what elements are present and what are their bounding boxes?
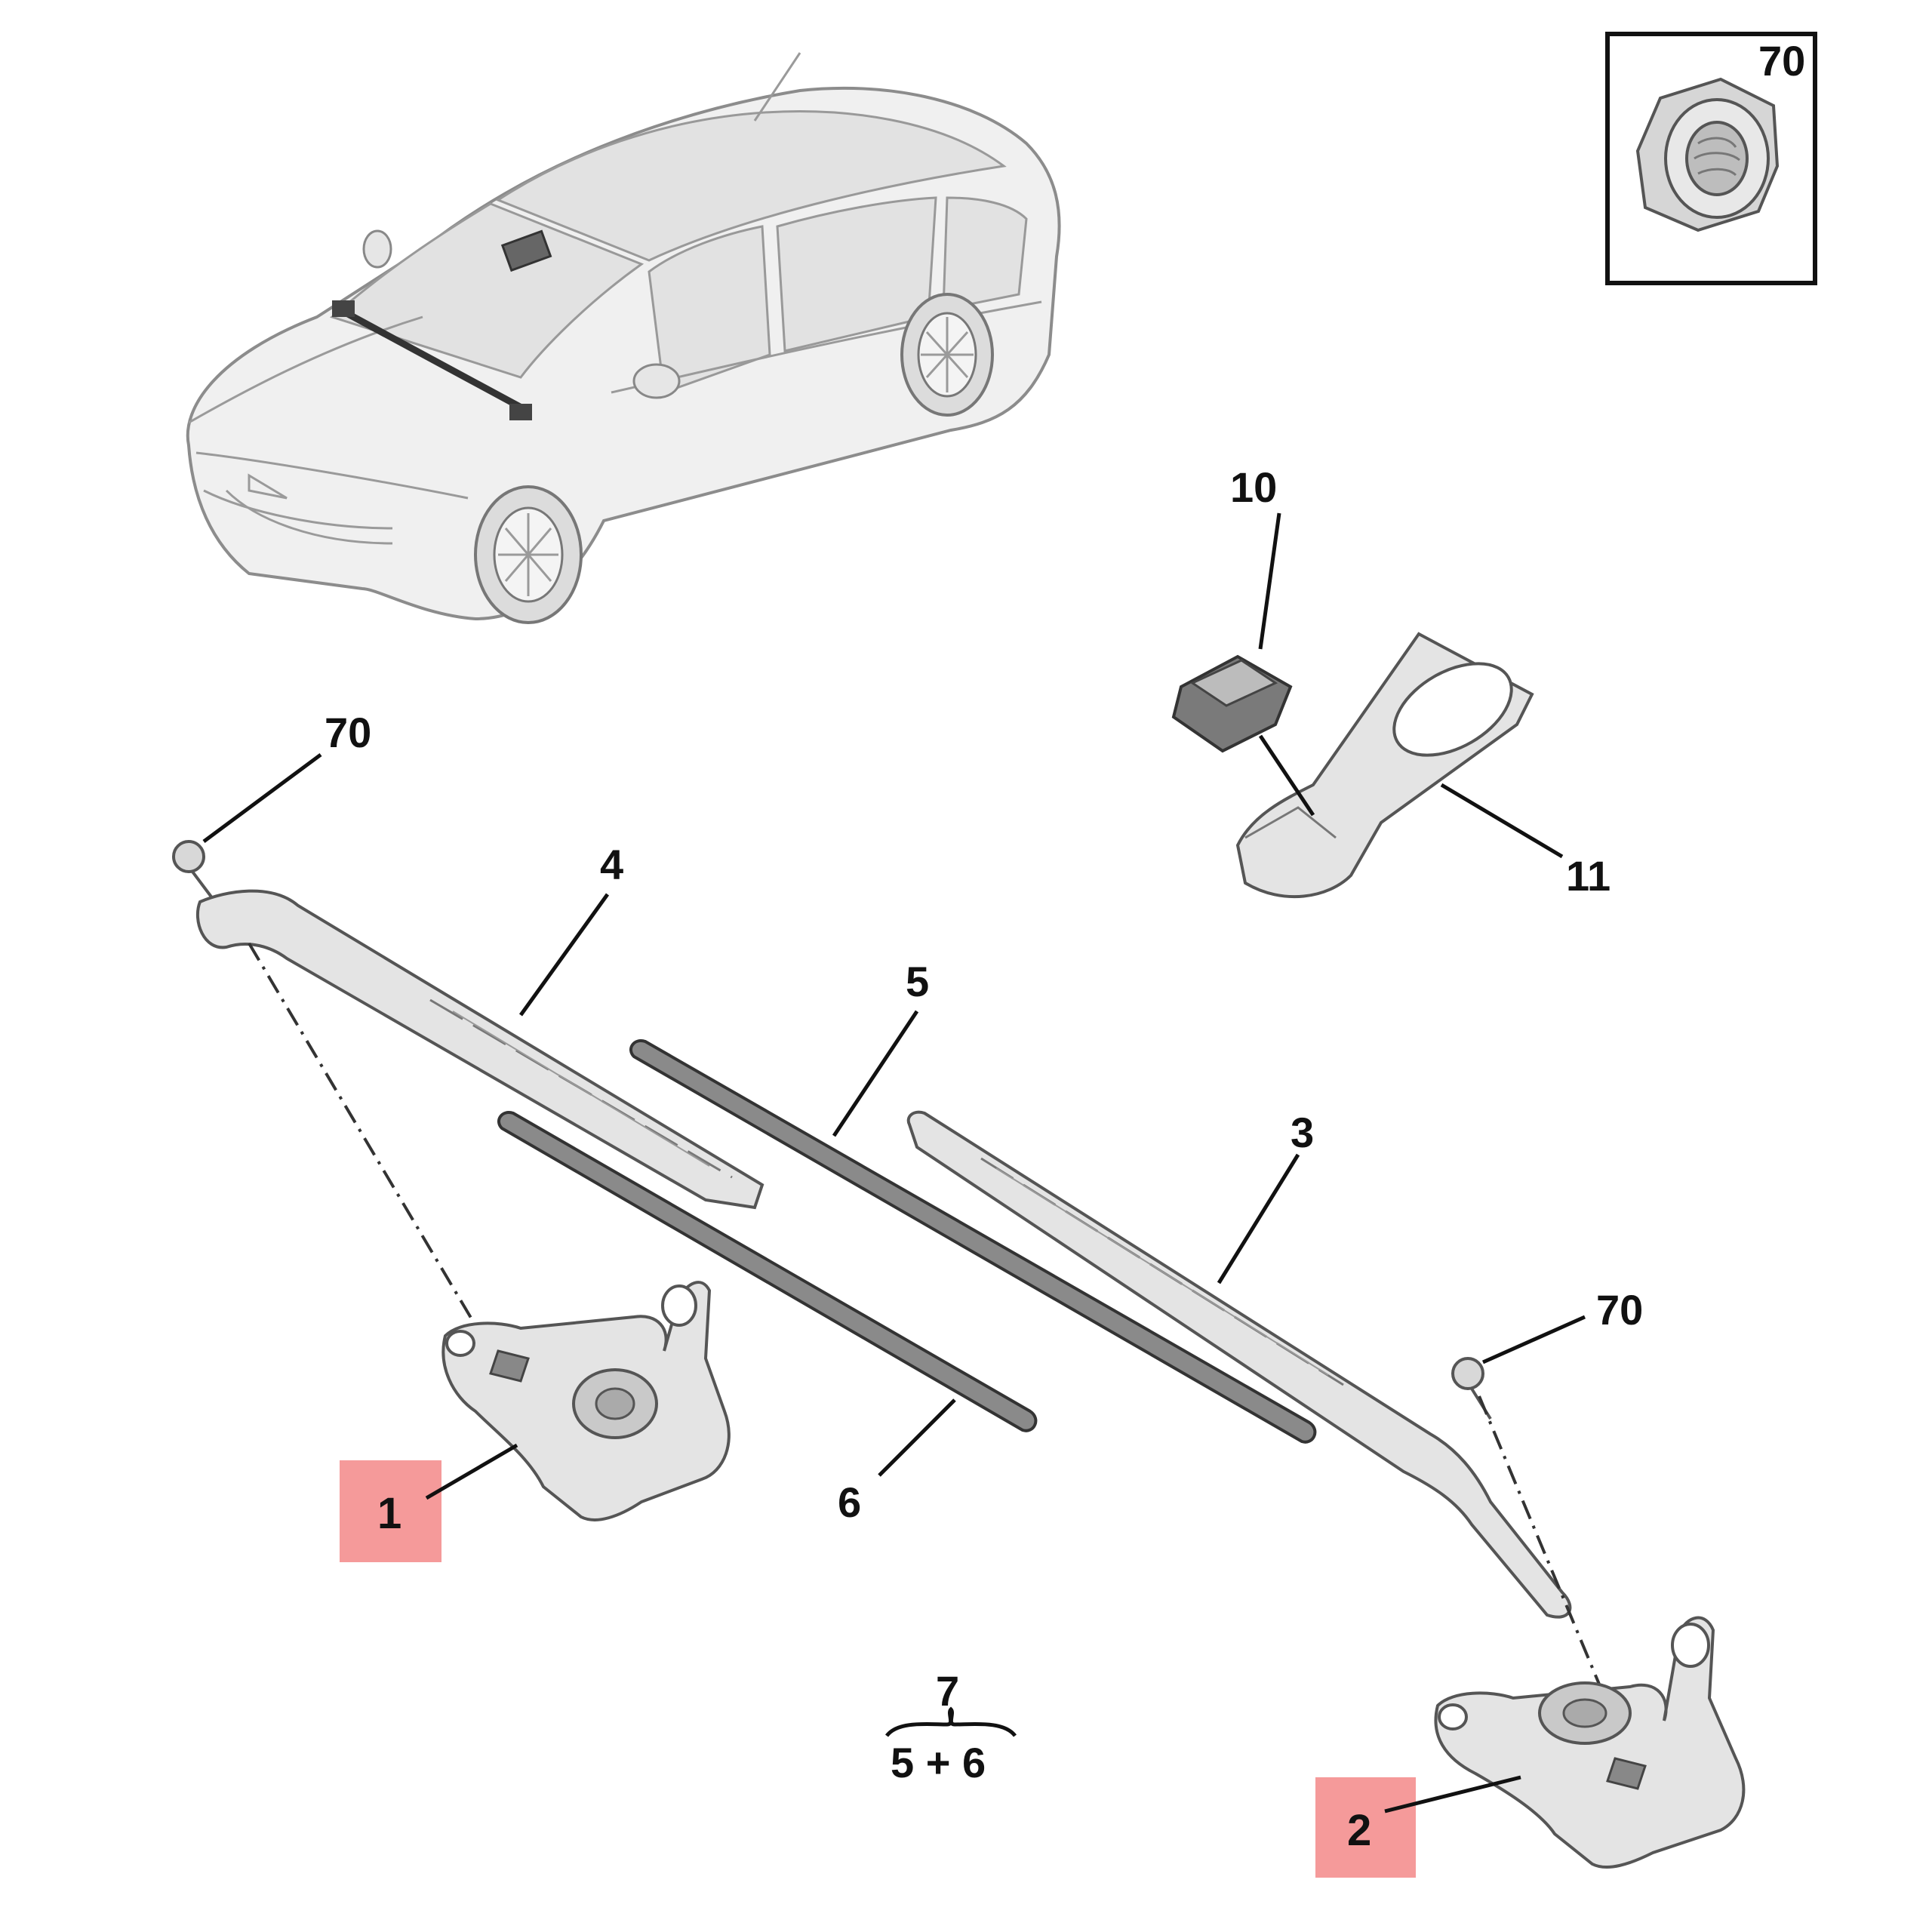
callout-70-right: 70: [1596, 1286, 1643, 1334]
callout-10: 10: [1230, 463, 1277, 511]
callout-2: 2: [1347, 1806, 1371, 1855]
bracket-icon: [1235, 632, 1534, 899]
car-icon: [186, 52, 1061, 624]
wiper-blade-5: [629, 1039, 1317, 1444]
wiper-arm-4: [195, 889, 764, 1210]
callout-70-box: 70: [1758, 37, 1805, 85]
wiper-blade-6: [497, 1111, 1038, 1432]
kit-note: 7 5 + 6: [885, 1667, 1017, 1786]
callout-5: 5: [906, 958, 929, 1005]
callout-1: 1: [377, 1489, 401, 1538]
wiper-arm-3: [906, 1110, 1572, 1619]
callout-7-formula: 5 + 6: [891, 1739, 986, 1786]
nut-detail-box: 70: [1605, 32, 1817, 285]
callout-70-left: 70: [325, 709, 371, 756]
callout-3: 3: [1291, 1109, 1314, 1156]
flange-nut-icon: [1635, 77, 1780, 232]
highlight-box-2: [1315, 1777, 1416, 1878]
wiper-motor-2: [1434, 1616, 1746, 1869]
wiper-motor-icon: [441, 1281, 731, 1521]
callout-7: 7: [936, 1667, 959, 1715]
callout-6: 6: [838, 1478, 861, 1526]
sensor-icon: [1171, 654, 1293, 753]
highlight-box-1: [340, 1460, 441, 1562]
callout-11: 11: [1566, 852, 1611, 900]
callout-4: 4: [600, 841, 623, 888]
nut-left: [172, 840, 217, 903]
